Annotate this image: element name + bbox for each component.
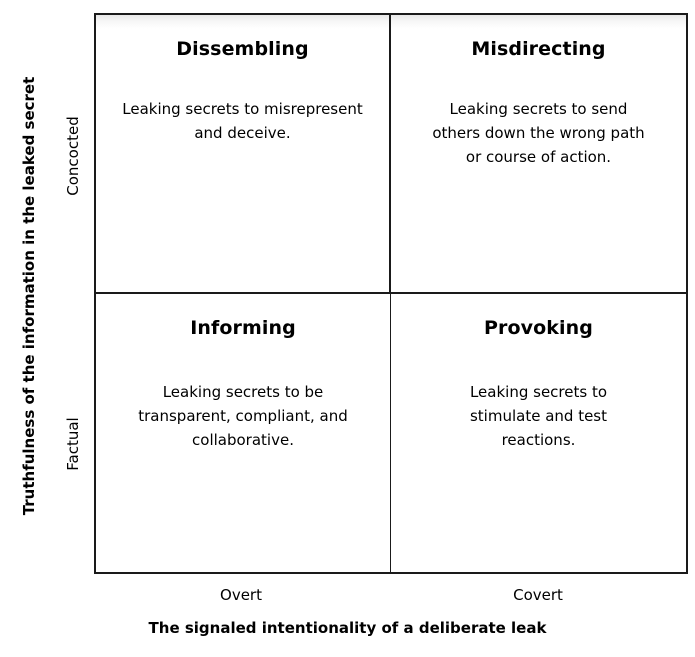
quadrant-description: Leaking secrets to send others down the … xyxy=(432,100,645,166)
quadrant-title: Dissembling xyxy=(176,38,309,60)
x-axis-tick-overt: Overt xyxy=(220,586,262,604)
quadrant-misdirecting[interactable]: Misdirecting Leaking secrets to send oth… xyxy=(391,15,686,294)
x-axis-tick-covert: Covert xyxy=(513,586,563,604)
quadrant-matrix: Dissembling Leaking secrets to misrepres… xyxy=(94,13,688,574)
quadrant-dissembling[interactable]: Dissembling Leaking secrets to misrepres… xyxy=(96,15,391,294)
y-axis-title: Truthfulness of the information in the l… xyxy=(20,76,38,516)
y-axis-tick-concocted: Concocted xyxy=(64,116,82,196)
quadrant-description: Leaking secrets to stimulate and test re… xyxy=(469,382,608,449)
quadrant-informing[interactable]: Informing Leaking secrets to be transpar… xyxy=(96,293,391,572)
quadrant-description: Leaking secrets to be transparent, compl… xyxy=(138,382,348,449)
quadrant-title: Informing xyxy=(190,316,296,339)
quadrant-title: Misdirecting xyxy=(471,38,606,60)
quadrant-description: Leaking secrets to misrepresent and dece… xyxy=(122,100,363,142)
quadrant-title: Provoking xyxy=(484,316,593,339)
quadrant-provoking[interactable]: Provoking Leaking secrets to stimulate a… xyxy=(391,294,686,573)
x-axis-title: The signaled intentionality of a deliber… xyxy=(148,619,547,637)
y-axis-tick-factual: Factual xyxy=(64,417,82,471)
